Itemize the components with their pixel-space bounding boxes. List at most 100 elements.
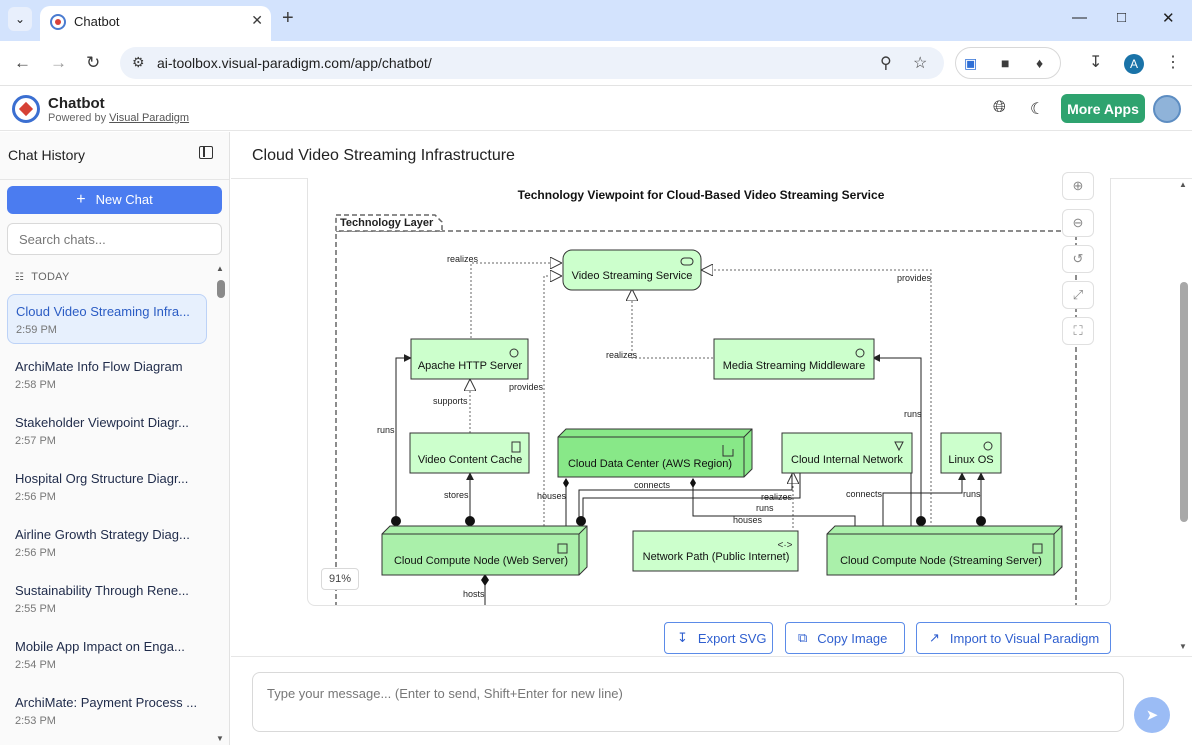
node-label: Linux OS [948, 454, 993, 466]
profile-avatar[interactable]: A [1124, 54, 1144, 74]
edge-label: houses [537, 491, 567, 501]
browser-menu-icon[interactable]: ⋮ [1165, 54, 1181, 71]
edge-provides-stream [702, 270, 932, 523]
copy-image-button[interactable]: ⧉Copy Image [785, 622, 905, 654]
extension-1-icon[interactable]: ▣ [964, 55, 978, 71]
junction-dot [576, 516, 586, 526]
new-tab-plus-icon[interactable]: + [282, 7, 294, 29]
node-apache-http-server[interactable]: Apache HTTP Server [410, 338, 529, 380]
minimize-window-icon[interactable]: — [1072, 9, 1087, 26]
technology-layer-label: Technology Layer [340, 217, 434, 229]
new-chat-button[interactable]: +New Chat [7, 186, 222, 214]
chat-item[interactable]: Mobile App Impact on Enga... 2:54 PM [7, 630, 207, 680]
chat-item[interactable]: Hospital Org Structure Diagr... 2:56 PM [7, 462, 207, 512]
import-visual-paradigm-button[interactable]: ↗Import to Visual Paradigm [916, 622, 1111, 654]
edge-label: runs [756, 503, 774, 513]
browser-tabstrip: ⌄ Chatbot ✕ + — □ ✕ [0, 0, 1192, 41]
edge-label: supports [433, 396, 468, 406]
zoom-out-icon[interactable]: ⊖ [1062, 209, 1094, 237]
visual-paradigm-link[interactable]: Visual Paradigm [109, 112, 190, 124]
scroll-down-icon[interactable]: ▼ [216, 734, 224, 743]
tab-title: Chatbot [74, 14, 120, 29]
bot-avatar-icon[interactable] [1153, 95, 1181, 123]
chat-item[interactable]: Stakeholder Viewpoint Diagr... 2:57 PM [7, 406, 207, 456]
visual-paradigm-logo-icon [12, 95, 40, 123]
edge-label: provides [897, 273, 932, 283]
edge-label: hosts [463, 589, 485, 599]
browser-toolbar: ← → ↻ ⚙ ai-toolbox.visual-paradigm.com/a… [0, 41, 1192, 86]
extensions-puzzle-icon[interactable]: ♦ [1036, 55, 1044, 71]
site-settings-icon[interactable]: ⚙ [132, 54, 145, 70]
chat-item-title: Hospital Org Structure Diagr... [15, 471, 189, 486]
composition-diamond [563, 478, 569, 488]
node-label: Cloud Internal Network [791, 454, 903, 466]
edge-connects-internal [578, 473, 793, 520]
sidebar-divider [0, 179, 229, 180]
forward-arrow-icon[interactable]: → [50, 53, 67, 72]
zoom-magnifier-icon[interactable]: ⚲ [880, 55, 892, 72]
chat-item[interactable]: ArchiMate Info Flow Diagram 2:58 PM [7, 350, 207, 400]
plus-icon: + [76, 191, 86, 208]
scrollbar-thumb[interactable] [217, 280, 225, 298]
search-chats-input[interactable] [7, 223, 222, 255]
address-bar[interactable]: ⚙ ai-toolbox.visual-paradigm.com/app/cha… [120, 47, 944, 79]
fit-screen-icon[interactable]: ⤢ [1062, 281, 1094, 309]
bookmark-star-icon[interactable]: ☆ [913, 55, 928, 72]
chat-item[interactable]: Sustainability Through Rene... 2:55 PM [7, 574, 207, 624]
node-video-streaming-service[interactable]: Video Streaming Service [562, 249, 702, 291]
diagram-title: Technology Viewpoint for Cloud-Based Vid… [518, 188, 885, 202]
sidebar-toggle-icon[interactable] [199, 146, 213, 159]
more-apps-button[interactable]: More Apps [1061, 94, 1145, 123]
extension-2-icon[interactable]: ■ [1001, 55, 1010, 71]
scroll-up-icon[interactable]: ▲ [216, 264, 224, 273]
junction-dot [976, 516, 986, 526]
export-svg-button[interactable]: ↧Export SVG [664, 622, 773, 654]
message-input[interactable] [252, 672, 1124, 732]
browser-tab[interactable]: Chatbot ✕ [40, 6, 271, 41]
node-label: Cloud Data Center (AWS Region) [568, 458, 732, 470]
send-button[interactable]: ➤ [1134, 697, 1170, 733]
scroll-down-icon[interactable]: ▼ [1179, 642, 1187, 651]
node-linux-os[interactable]: Linux OS [940, 432, 1002, 474]
edge-label: connects [846, 489, 883, 499]
fullscreen-icon[interactable]: ⛶ [1062, 317, 1094, 345]
node-label: Cloud Compute Node (Streaming Server) [840, 555, 1042, 567]
dark-mode-moon-icon[interactable]: ☾ [1030, 101, 1045, 118]
copy-icon: ⧉ [798, 630, 808, 645]
close-window-icon[interactable]: ✕ [1162, 10, 1175, 27]
url-text[interactable]: ai-toolbox.visual-paradigm.com/app/chatb… [157, 55, 432, 71]
chat-item[interactable]: ArchiMate: Payment Process ... 2:53 PM [7, 686, 207, 736]
message-composer: ➤ [231, 656, 1192, 745]
chat-item-active[interactable]: Cloud Video Streaming Infra... 2:59 PM [7, 294, 207, 344]
chat-item-title: Sustainability Through Rene... [15, 583, 189, 598]
scroll-up-icon[interactable]: ▲ [1179, 180, 1187, 189]
node-compute-web-server[interactable]: Cloud Compute Node (Web Server) [381, 525, 588, 576]
reload-icon[interactable]: ↻ [86, 53, 101, 72]
chat-item[interactable]: Airline Growth Strategy Diag... 2:56 PM [7, 518, 207, 568]
node-cloud-data-center[interactable]: Cloud Data Center (AWS Region) [557, 428, 753, 478]
node-cloud-internal-network[interactable]: Cloud Internal Network [781, 432, 913, 474]
tab-search-menu-button[interactable]: ⌄ [8, 7, 32, 31]
node-network-path[interactable]: <·> Network Path (Public Internet) [632, 530, 799, 572]
app-header: Chatbot Powered by Visual Paradigm 🌐︎ ☾ … [0, 87, 1192, 131]
zoom-in-icon[interactable]: ⊕ [1062, 172, 1094, 200]
back-arrow-icon[interactable]: ← [14, 53, 31, 72]
edge-runs-mid [582, 473, 801, 520]
node-media-streaming-middleware[interactable]: Media Streaming Middleware [713, 338, 875, 380]
language-globe-icon[interactable]: 🌐︎ [993, 99, 1006, 116]
node-video-content-cache[interactable]: Video Content Cache [409, 432, 530, 474]
edge-runs-middleware [872, 354, 922, 520]
maximize-window-icon[interactable]: □ [1117, 9, 1127, 26]
tab-close-icon[interactable]: ✕ [251, 12, 263, 28]
sidebar-scrollbar[interactable]: ▲ ▼ [216, 264, 226, 744]
group-label-today: ☷TODAY [15, 271, 70, 283]
scrollbar-thumb[interactable] [1180, 282, 1188, 522]
download-icon[interactable]: ↧ [1089, 54, 1103, 71]
archimate-diagram[interactable]: Technology Viewpoint for Cloud-Based Vid… [330, 178, 1090, 606]
sidebar-title: Chat History [8, 147, 86, 163]
main-scrollbar[interactable]: ▲ ▼ [1178, 180, 1190, 655]
path-glyph-icon: <·> [777, 540, 792, 551]
node-compute-streaming-server[interactable]: Cloud Compute Node (Streaming Server) [826, 525, 1063, 576]
reset-zoom-icon[interactable]: ↺ [1062, 245, 1094, 273]
edge-connects-linux [882, 472, 966, 526]
